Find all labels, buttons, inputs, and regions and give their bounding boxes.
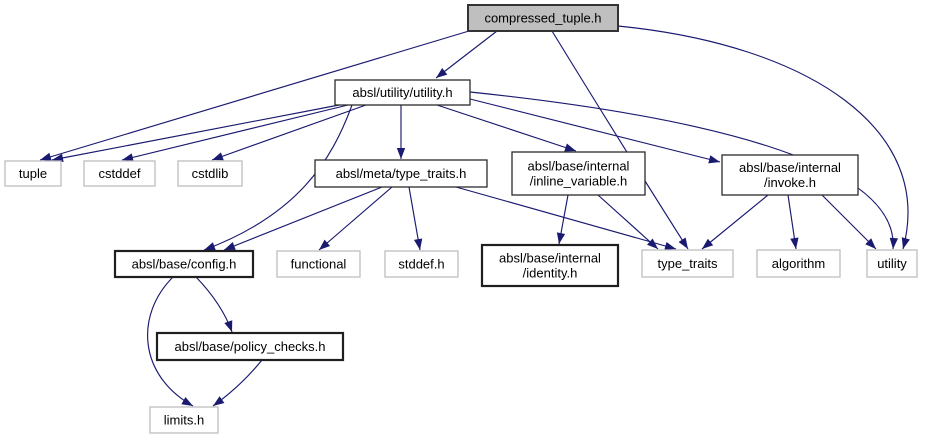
node-cstdlib[interactable]: cstdlib	[177, 160, 243, 187]
node-label-functional: functional	[291, 257, 347, 272]
arrowhead-compressed-tuple-h-to-absl-utility-utility-h	[436, 67, 448, 78]
node-box-absl-base-policy-checks-h[interactable]	[155, 331, 345, 362]
edge-absl-utility-utility-h-to-absl-base-internal-inline-variable-h	[436, 104, 577, 152]
arrowhead-compressed-tuple-h-to-utility	[901, 237, 910, 249]
node-label-absl-base-policy-checks-h: absl/base/policy_checks.h	[174, 339, 325, 354]
node-box-compressed-tuple-h[interactable]	[467, 4, 619, 32]
node-label-absl-utility-utility-h: absl/utility/utility.h	[352, 85, 452, 100]
node-label-absl-base-internal-invoke-h: absl/base/internal/invoke.h	[739, 160, 841, 190]
node-box-absl-base-config-h[interactable]	[113, 249, 255, 279]
arrowhead-absl-base-internal-invoke-h-to-type-traits	[702, 238, 714, 249]
node-tuple[interactable]: tuple	[4, 160, 62, 187]
node-box-cstdlib[interactable]	[177, 160, 243, 187]
node-box-algorithm[interactable]	[756, 249, 841, 278]
node-absl-base-internal-inline-variable-h[interactable]: absl/base/internal/inline_variable.h	[511, 151, 646, 196]
node-box-absl-base-internal-identity-h[interactable]	[480, 243, 620, 288]
edge-absl-meta-type-traits-h-to-absl-base-config-h	[223, 186, 383, 251]
node-box-absl-meta-type-traits-h[interactable]	[314, 159, 488, 188]
arrowhead-absl-utility-utility-h-to-absl-base-internal-inline-variable-h	[564, 143, 576, 152]
node-absl-base-config-h[interactable]: absl/base/config.h	[113, 249, 255, 279]
node-cstddef[interactable]: cstddef	[83, 160, 156, 187]
node-label-type-traits: type_traits	[658, 256, 718, 271]
arrowhead-absl-meta-type-traits-h-to-stddef-h	[413, 238, 423, 250]
node-box-absl-utility-utility-h[interactable]	[334, 79, 471, 106]
node-box-functional[interactable]	[276, 250, 361, 278]
node-box-type-traits[interactable]	[641, 249, 734, 278]
node-absl-meta-type-traits-h[interactable]: absl/meta/type_traits.h	[314, 159, 488, 188]
arrowhead-absl-base-internal-invoke-h-to-utility	[865, 238, 876, 249]
node-box-absl-base-internal-invoke-h[interactable]	[721, 154, 859, 196]
edge-absl-base-internal-invoke-h-to-type-traits	[701, 194, 769, 250]
arrowhead-absl-meta-type-traits-h-to-functional	[319, 239, 331, 250]
arrowhead-absl-utility-utility-h-to-utility	[889, 237, 899, 249]
edge-absl-utility-utility-h-to-cstddef	[121, 104, 349, 161]
edge-compressed-tuple-h-to-tuple	[39, 30, 470, 161]
node-label-utility: utility	[877, 256, 907, 271]
arrowhead-absl-meta-type-traits-h-to-absl-base-config-h	[224, 242, 236, 250]
node-label-stddef-h: stddef.h	[398, 257, 444, 272]
node-type-traits[interactable]: type_traits	[641, 249, 734, 278]
edge-absl-utility-utility-h-to-cstdlib	[211, 104, 367, 161]
arrowhead-absl-base-config-h-to-limits-h	[181, 396, 193, 406]
node-label-cstdlib: cstdlib	[192, 166, 229, 181]
arrowhead-absl-base-policy-checks-h-to-limits-h	[213, 396, 225, 406]
edge-absl-base-config-h-to-limits-h	[147, 276, 194, 407]
node-box-utility[interactable]	[866, 249, 918, 278]
node-box-limits-h[interactable]	[149, 406, 219, 434]
node-label-absl-base-internal-inline-variable-h: absl/base/internal/inline_variable.h	[528, 159, 630, 189]
arrowhead-absl-base-internal-inline-variable-h-to-absl-base-internal-identity-h	[556, 232, 566, 244]
edge-absl-utility-utility-h-to-utility	[469, 91, 894, 250]
node-label-tuple: tuple	[19, 166, 47, 181]
node-box-tuple[interactable]	[4, 160, 62, 187]
edge-absl-base-internal-invoke-h-to-utility	[821, 194, 877, 250]
edge-absl-utility-utility-h-to-absl-base-config-h	[203, 104, 353, 251]
edge-compressed-tuple-h-to-absl-utility-utility-h	[435, 30, 498, 79]
arrowhead-absl-base-config-h-to-absl-base-policy-checks-h	[224, 320, 233, 332]
node-stddef-h[interactable]: stddef.h	[384, 250, 459, 278]
edge-absl-base-internal-inline-variable-h-to-type-traits	[597, 194, 659, 250]
node-algorithm[interactable]: algorithm	[756, 249, 841, 278]
arrowhead-absl-utility-utility-h-to-cstdlib	[212, 152, 224, 161]
edge-absl-meta-type-traits-h-to-functional	[318, 186, 393, 251]
node-box-cstddef[interactable]	[83, 160, 156, 187]
arrowhead-absl-base-internal-invoke-h-to-algorithm	[790, 237, 799, 249]
node-label-algorithm: algorithm	[772, 256, 825, 271]
node-absl-base-policy-checks-h[interactable]: absl/base/policy_checks.h	[155, 331, 345, 362]
arrowhead-absl-utility-utility-h-to-absl-base-config-h	[204, 242, 216, 251]
arrowhead-absl-utility-utility-h-to-tuple	[52, 153, 64, 163]
node-absl-base-internal-identity-h[interactable]: absl/base/internal/identity.h	[480, 243, 620, 288]
node-compressed-tuple-h[interactable]: compressed_tuple.h	[467, 4, 619, 32]
node-absl-utility-utility-h[interactable]: absl/utility/utility.h	[334, 79, 471, 106]
arrowhead-absl-base-internal-inline-variable-h-to-type-traits	[647, 238, 658, 249]
arrowhead-absl-meta-type-traits-h-to-type-traits	[664, 241, 676, 251]
node-label-limits-h: limits.h	[164, 413, 204, 428]
node-box-absl-base-internal-inline-variable-h[interactable]	[511, 151, 646, 196]
edge-compressed-tuple-h-to-utility	[617, 25, 909, 250]
edge-absl-utility-utility-h-to-absl-base-internal-invoke-h	[469, 98, 721, 163]
arrowhead-compressed-tuple-h-to-tuple	[40, 152, 52, 161]
node-absl-base-internal-invoke-h[interactable]: absl/base/internal/invoke.h	[721, 154, 859, 196]
arrowhead-absl-utility-utility-h-to-absl-base-internal-invoke-h	[708, 155, 720, 164]
node-utility[interactable]: utility	[866, 249, 918, 278]
edge-compressed-tuple-h-to-type-traits	[551, 30, 689, 250]
arrowhead-absl-utility-utility-h-to-absl-meta-type-traits-h	[396, 148, 406, 159]
arrowhead-absl-utility-utility-h-to-cstddef	[122, 153, 134, 162]
node-label-absl-base-internal-identity-h: absl/base/internal/identity.h	[499, 251, 601, 281]
node-label-absl-base-config-h: absl/base/config.h	[132, 257, 237, 272]
node-label-cstddef: cstddef	[99, 166, 141, 181]
edge-absl-meta-type-traits-h-to-type-traits	[455, 186, 677, 250]
edge-absl-utility-utility-h-to-tuple	[51, 104, 340, 161]
node-limits-h[interactable]: limits.h	[149, 406, 219, 434]
node-label-compressed-tuple-h: compressed_tuple.h	[484, 11, 601, 26]
node-functional[interactable]: functional	[276, 250, 361, 278]
arrowhead-compressed-tuple-h-to-type-traits	[678, 237, 688, 249]
node-label-absl-meta-type-traits-h: absl/meta/type_traits.h	[336, 166, 467, 181]
node-box-stddef-h[interactable]	[384, 250, 459, 278]
